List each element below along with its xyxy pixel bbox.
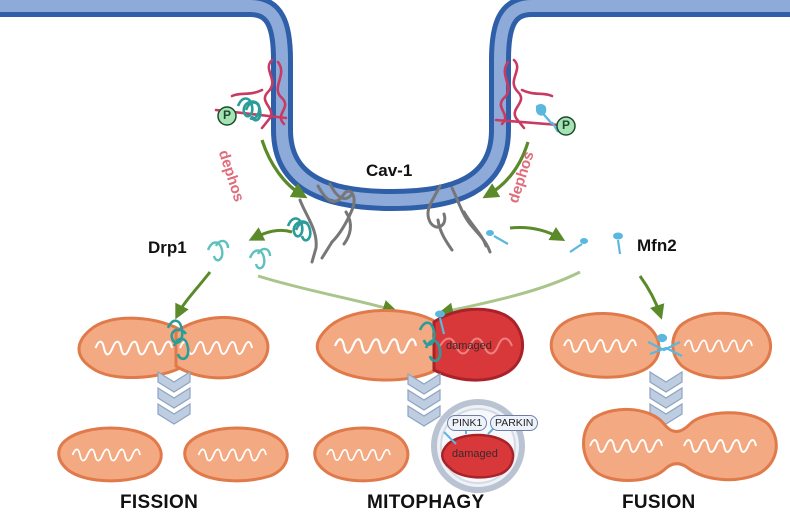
drp1-label: Drp1 [148,238,187,257]
mfn2-phospho [536,104,559,133]
mito-fission-result-right [183,426,289,483]
phospho-badge-right [556,116,576,136]
phospho-label-left: P [222,108,231,122]
mito-fission-top-left [77,316,186,380]
caveolin-left [298,182,356,264]
mfn2-mitophagy [435,310,446,335]
fission-label: FISSION [120,492,199,513]
plasma-membrane [0,0,790,211]
mito-fusion-top-left [549,311,661,379]
phospho-label-right: P [561,118,570,132]
parkin-tag: PARKIN [490,415,539,431]
arrow-to-drp1 [248,227,293,241]
mfn2-free-2 [613,232,623,255]
dephos-arrow-right [482,141,530,199]
drp1-released [286,217,312,242]
arrow-mfn2-to-fusion [638,275,665,320]
mito-mitophagy-result-healthy [313,426,410,483]
phospho-badge-left [217,106,237,126]
caveolin-right [426,184,492,254]
mfn2-tether [647,333,683,357]
mito-mitophagy-top-damaged [432,307,525,382]
arrow-mfn2-to-mitophagy [438,270,581,318]
mito-fission-result-left [57,426,163,483]
mfn2-label: Mfn2 [637,236,677,255]
drp1-phospho-coil [236,97,262,122]
chevrons-fission [157,370,191,425]
mfn2-free-1 [569,238,588,253]
mito-fusion-result [582,407,778,482]
damaged-label-top: damaged [446,340,492,352]
mito-mitophagy-top-healthy [315,308,438,382]
mito-mitophagy-result-damaged [441,433,515,479]
mito-fission-top-right [174,316,270,380]
mitophagy-label: MITOPHAGY [367,492,485,513]
fusion-label: FUSION [622,492,696,513]
arrow-drp1-to-fission [175,271,212,320]
drp1-ring-fission [166,319,190,361]
dephos-arrow-left [260,139,308,199]
drp1-free-2 [248,247,272,270]
damaged-label-bottom: damaged [452,448,498,460]
arrow-drp1-to-mitophagy [257,274,398,315]
cav1-label: Cav-1 [366,161,413,180]
mfn2-released [486,230,509,245]
arrow-to-mfn2 [509,226,566,241]
chevrons-mitophagy [407,372,441,427]
mito-fusion-top-right [671,311,772,380]
drp1-ring-mitophagy [418,321,442,363]
drp1-free-1 [206,239,230,262]
pink1-tag: PINK1 [447,415,488,431]
